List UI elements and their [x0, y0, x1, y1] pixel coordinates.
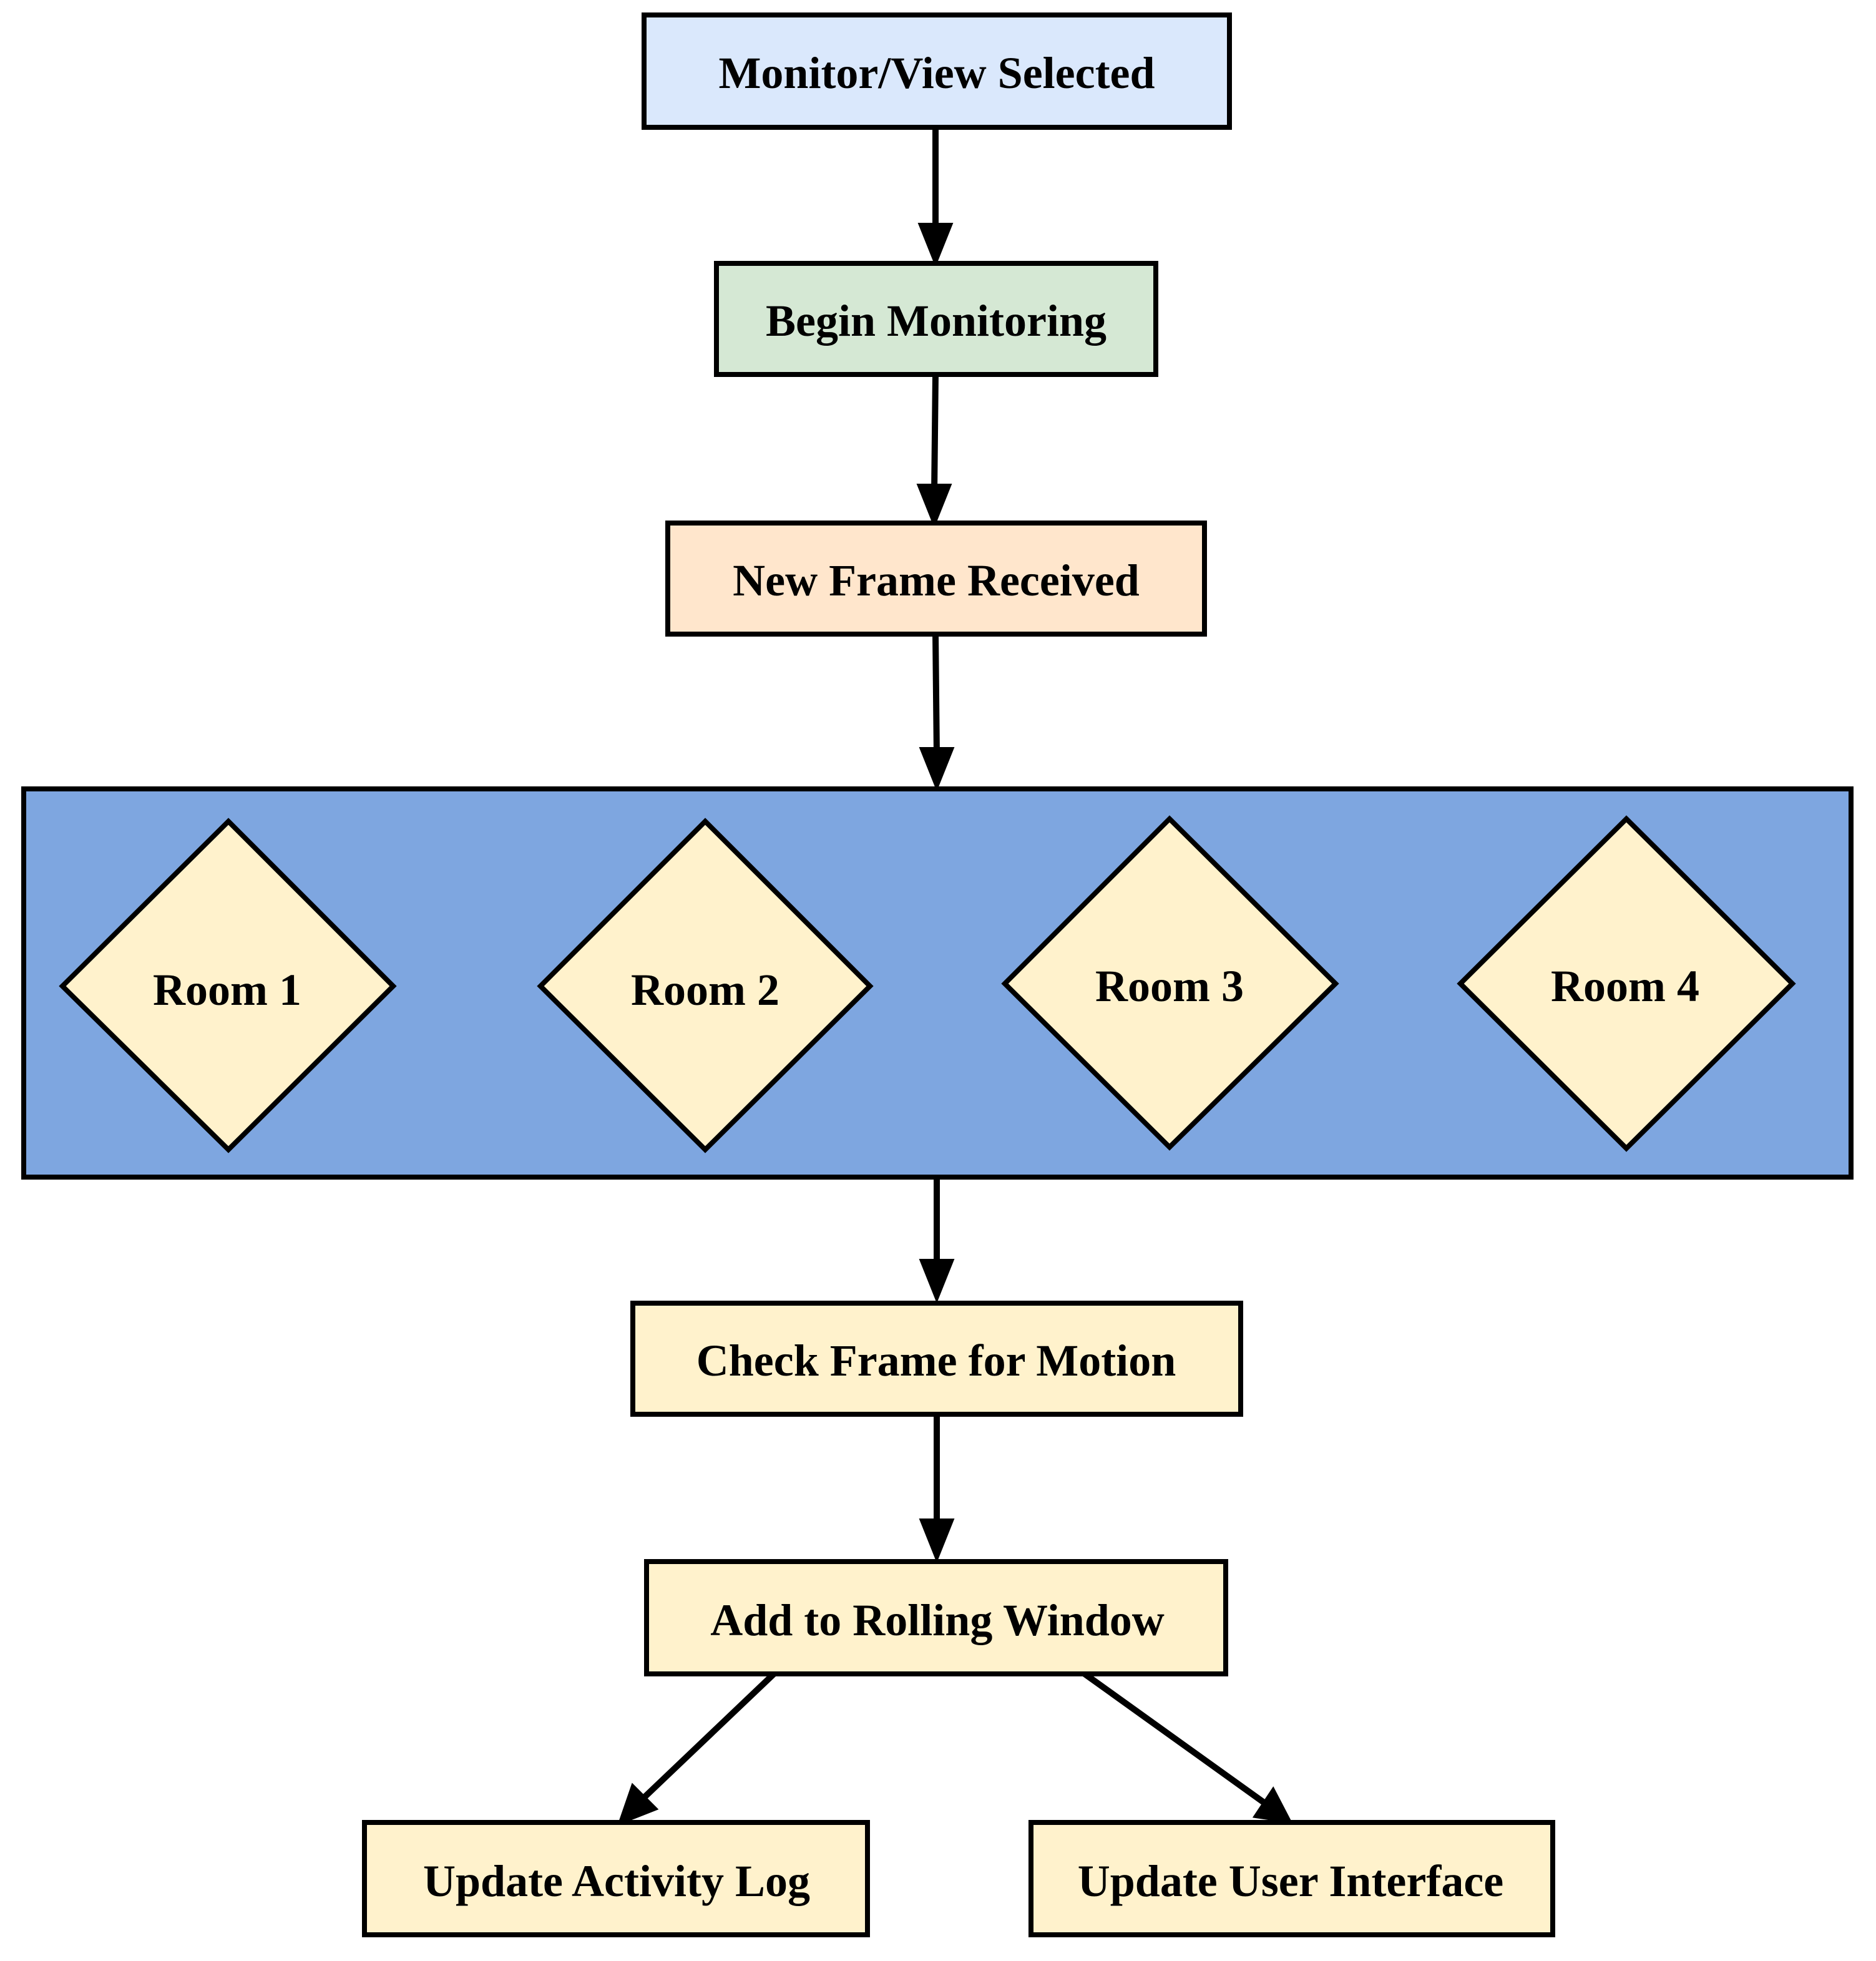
- room-1-diamond: [59, 818, 397, 1153]
- arrowhead-checkframe-to-rolling: [919, 1518, 955, 1563]
- room-3-label: Room 3: [1095, 961, 1244, 1011]
- node-new-frame-received: New Frame Received: [665, 521, 1207, 637]
- edge-newframe-to-rooms: [932, 633, 940, 757]
- edge-rolling-to-userinterface: [1083, 1671, 1268, 1807]
- node-update-user-interface-label: Update User Interface: [1078, 1856, 1504, 1906]
- rooms-group: Room 1 Room 2 Room 3 Room 4: [21, 786, 1854, 1180]
- room-4-diamond: [1457, 815, 1796, 1152]
- node-update-user-interface-box: [1028, 1820, 1555, 1937]
- arrowhead-rooms-to-checkframe: [919, 1259, 955, 1304]
- node-monitor-view-selected-box: [642, 12, 1232, 130]
- node-check-frame-for-motion-label: Check Frame for Motion: [696, 1336, 1176, 1386]
- node-add-to-rolling-window-label: Add to Rolling Window: [710, 1595, 1165, 1645]
- node-check-frame-for-motion: Check Frame for Motion: [630, 1301, 1243, 1417]
- arrowhead-rolling-to-userinterface: [1252, 1786, 1293, 1824]
- room-2-label: Room 2: [631, 965, 779, 1015]
- node-add-to-rolling-window-box: [644, 1559, 1228, 1676]
- arrowhead-monitor-to-begin: [917, 223, 954, 268]
- room-2-diamond: [537, 818, 874, 1153]
- node-check-frame-for-motion-box: [630, 1301, 1243, 1417]
- node-new-frame-received-box: [665, 521, 1207, 637]
- node-begin-monitoring-label: Begin Monitoring: [766, 296, 1107, 346]
- node-begin-monitoring-box: [714, 261, 1158, 377]
- room-4: Room 4: [1457, 815, 1796, 1152]
- node-monitor-view-selected-label: Monitor/View Selected: [718, 48, 1155, 98]
- room-3-diamond: [1001, 815, 1339, 1151]
- node-add-to-rolling-window: Add to Rolling Window: [644, 1559, 1228, 1676]
- room-3: Room 3: [1001, 815, 1339, 1151]
- room-2: Room 2: [537, 818, 874, 1153]
- arrowhead-newframe-to-rooms: [919, 747, 955, 792]
- room-1-label: Room 1: [153, 965, 301, 1015]
- node-update-activity-log-label: Update Activity Log: [423, 1856, 810, 1906]
- edge-rolling-to-activitylog: [640, 1671, 776, 1801]
- node-update-activity-log-box: [362, 1820, 870, 1937]
- arrowhead-begin-to-newframe: [916, 484, 952, 529]
- node-new-frame-received-label: New Frame Received: [733, 555, 1140, 605]
- node-update-user-interface: Update User Interface: [1028, 1820, 1555, 1937]
- room-1: Room 1: [59, 818, 397, 1153]
- arrowhead-rolling-to-activitylog: [617, 1783, 659, 1826]
- edge-begin-to-newframe: [931, 374, 939, 494]
- edges: [617, 127, 1293, 1826]
- node-begin-monitoring: Begin Monitoring: [714, 261, 1158, 377]
- node-update-activity-log: Update Activity Log: [362, 1820, 870, 1937]
- room-4-label: Room 4: [1551, 961, 1699, 1011]
- node-monitor-view-selected: Monitor/View Selected: [642, 12, 1232, 130]
